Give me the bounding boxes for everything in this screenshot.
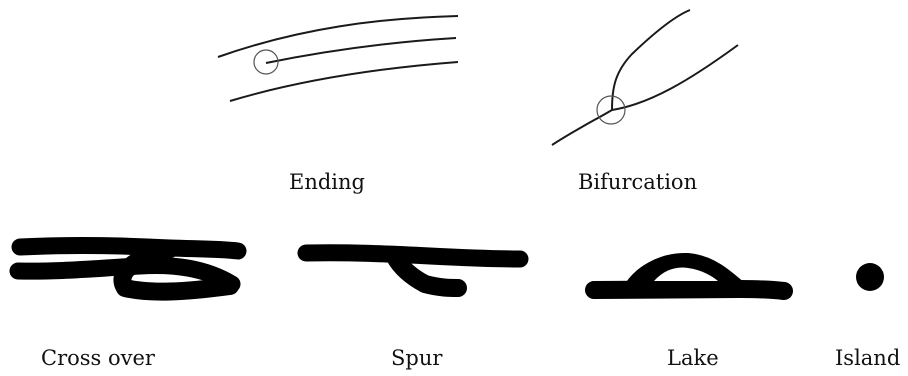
ending-ridge-bottom xyxy=(230,62,458,101)
bifurcation-illustration xyxy=(552,10,738,145)
crossover-ridge-top xyxy=(20,245,238,251)
ending-label: Ending xyxy=(289,172,365,193)
crossover-illustration xyxy=(18,245,238,291)
crossover-label: Cross over xyxy=(41,348,155,369)
island-illustration xyxy=(856,263,884,291)
bifurcation-ridge-main xyxy=(552,10,690,145)
island-dot xyxy=(856,263,884,291)
lake-label: Lake xyxy=(667,348,719,369)
island-label: Island xyxy=(835,348,900,369)
spur-label: Spur xyxy=(391,348,442,369)
ending-ridge-middle xyxy=(266,38,456,63)
spur-illustration xyxy=(306,253,520,288)
spur-ridge-main xyxy=(306,253,520,259)
bifurcation-label: Bifurcation xyxy=(578,172,697,193)
ending-illustration xyxy=(218,16,458,101)
lake-illustration xyxy=(594,256,784,291)
